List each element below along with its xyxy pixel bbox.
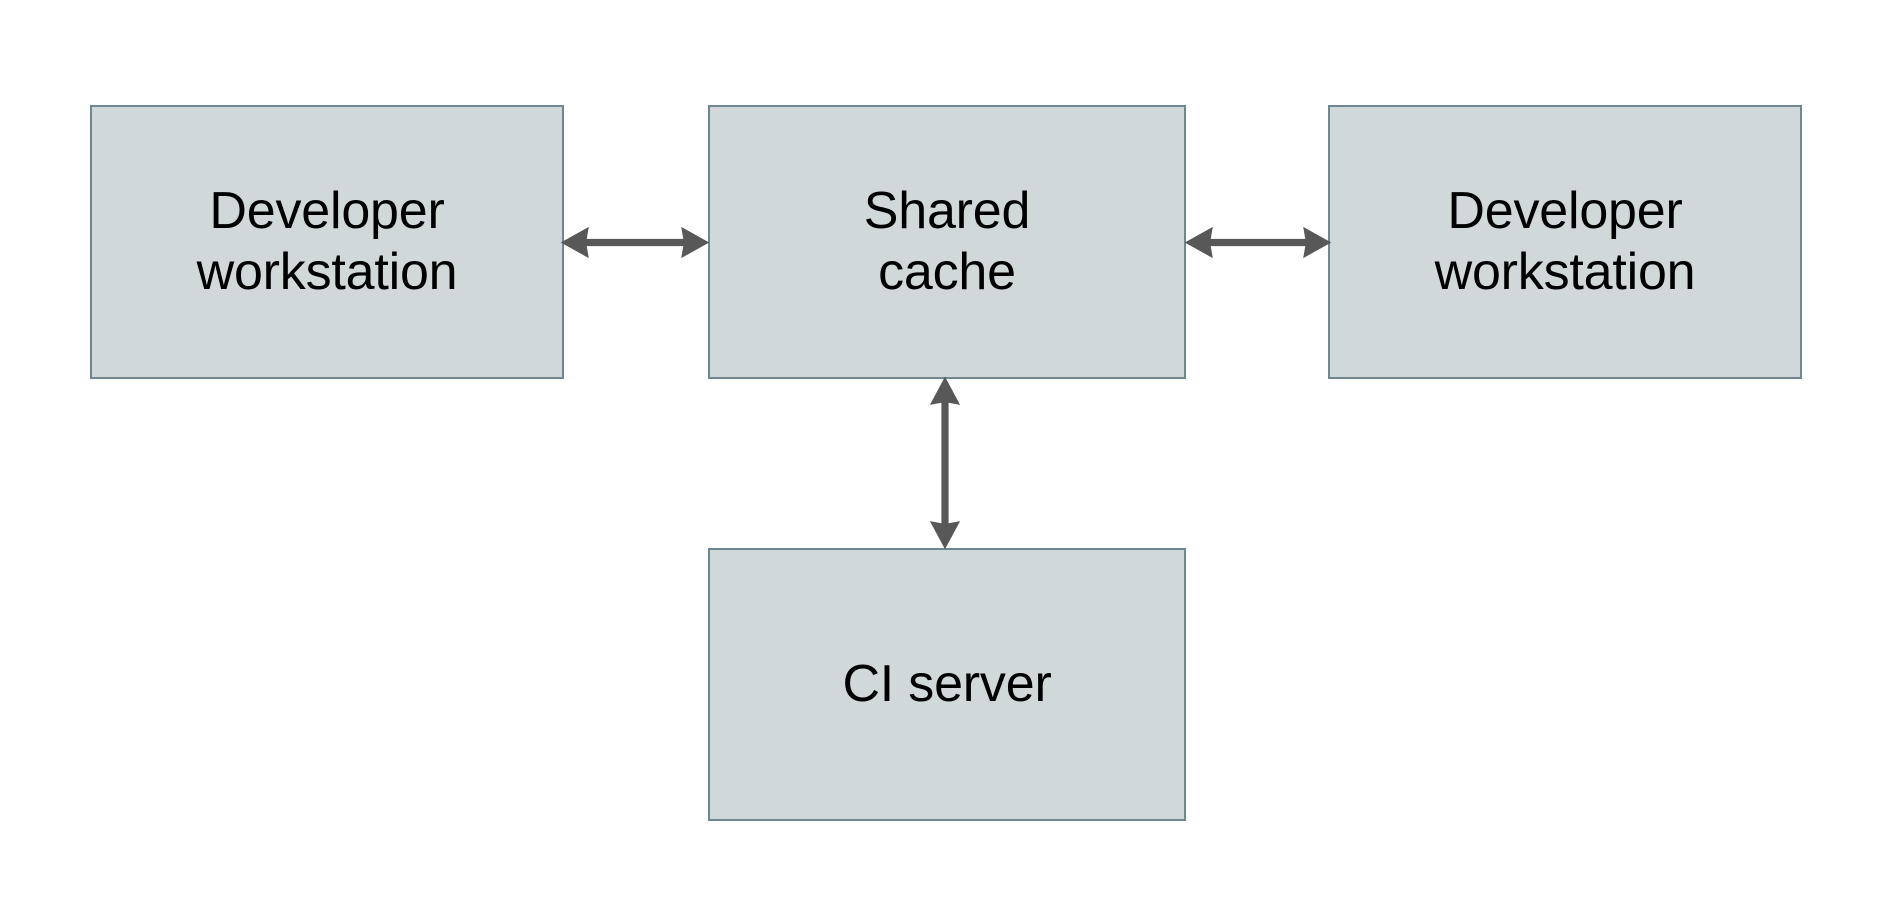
double-arrow-horizontal-icon — [560, 226, 710, 259]
edge-dev-left-to-shared-cache — [560, 222, 710, 264]
node-label: Shared cache — [863, 181, 1031, 301]
double-arrow-horizontal-icon — [1184, 226, 1332, 259]
edge-shared-cache-to-ci-server — [924, 374, 966, 552]
node-developer-workstation-right[interactable]: Developer workstation — [1328, 105, 1802, 379]
edge-shared-cache-to-dev-right — [1184, 222, 1332, 264]
node-label: CI server — [842, 654, 1052, 713]
node-developer-workstation-left[interactable]: Developer workstation — [90, 105, 564, 379]
node-ci-server[interactable]: CI server — [708, 548, 1186, 821]
node-label: Developer workstation — [196, 181, 458, 301]
node-shared-cache[interactable]: Shared cache — [708, 105, 1186, 379]
double-arrow-vertical-icon — [929, 376, 961, 550]
node-label: Developer workstation — [1434, 181, 1696, 301]
